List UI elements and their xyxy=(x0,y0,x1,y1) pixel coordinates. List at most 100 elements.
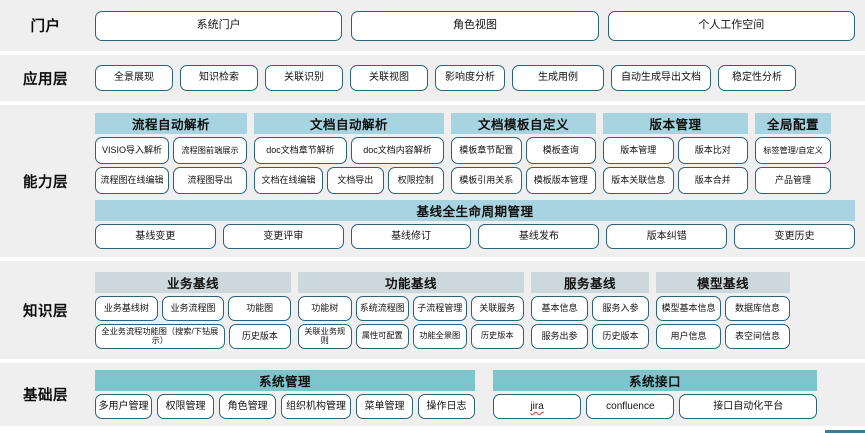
capability-group-doc-parse: 文档自动解析 doc文档章节解析 doc文档内容解析 文档在线编辑 文档导出 权… xyxy=(254,113,445,194)
group-header-doc-template: 文档模板自定义 xyxy=(451,113,596,134)
cap-item-visio-import-parse[interactable]: VISIO导入解析 xyxy=(95,137,169,164)
cap-item-doc-export[interactable]: 文档导出 xyxy=(327,167,384,194)
cap-item-template-version-mgmt[interactable]: 模板版本管理 xyxy=(525,167,596,194)
group-header-system-interface: 系统接口 xyxy=(493,370,817,391)
lifecycle-item-change-history[interactable]: 变更历史 xyxy=(734,224,855,249)
capability-group-doc-template: 文档模板自定义 模板章节配置 模板查询 模板引用关系 模板版本管理 xyxy=(451,113,596,194)
kn-item-database-info[interactable]: 数据库信息 xyxy=(725,295,790,321)
kn-item-tablespace-info[interactable]: 表空间信息 xyxy=(725,323,790,349)
cap-item-template-query[interactable]: 模板查询 xyxy=(525,137,596,164)
kn-item-model-basic-info[interactable]: 模型基本信息 xyxy=(656,295,721,321)
kn-item-full-business-flow-function-diagram[interactable]: 全业务流程功能图（搜索/下钻展示） xyxy=(95,323,225,349)
lifecycle-item-baseline-revision[interactable]: 基线修订 xyxy=(350,224,472,249)
cap-item-flowchart-online-edit[interactable]: 流程图在线编辑 xyxy=(95,167,169,194)
layer-body-capability: 流程自动解析 VISIO导入解析 流程图前端展示 流程图在线编辑 流程图导出 文… xyxy=(95,113,865,249)
app-item-generate-case[interactable]: 生成用例 xyxy=(512,65,604,91)
group-header-service-baseline: 服务基线 xyxy=(531,271,649,293)
cap-item-version-relation-info[interactable]: 版本关联信息 xyxy=(603,167,674,194)
capability-row: 模板引用关系 模板版本管理 xyxy=(451,167,596,194)
fd-item-jira-label: jira xyxy=(530,400,544,412)
fd-item-confluence[interactable]: confluence xyxy=(586,394,675,419)
cap-item-flowchart-export[interactable]: 流程图导出 xyxy=(173,167,247,194)
app-item-relation-view[interactable]: 关联视图 xyxy=(350,65,428,91)
knowledge-row: 模型基本信息 数据库信息 xyxy=(656,295,790,321)
fd-item-multi-user-mgmt[interactable]: 多用户管理 xyxy=(95,394,153,419)
cap-item-template-chapter-config[interactable]: 模板章节配置 xyxy=(451,137,522,164)
app-item-impact-analysis[interactable]: 影响度分析 xyxy=(435,65,505,91)
kn-item-user-info[interactable]: 用户信息 xyxy=(656,323,721,349)
knowledge-group-service-baseline: 服务基线 基本信息 服务入参 服务出参 历史版本 xyxy=(531,271,649,349)
portal-item-system[interactable]: 系统门户 xyxy=(95,10,343,41)
kn-item-subprocess-mgmt[interactable]: 子流程管理 xyxy=(413,295,467,321)
group-header-function-baseline: 功能基线 xyxy=(298,271,524,293)
cap-item-tag-mgmt-custom[interactable]: 标签管理/自定义 xyxy=(755,137,831,164)
kn-item-business-flowchart[interactable]: 业务流程图 xyxy=(161,295,225,321)
kn-item-related-business-rule[interactable]: 关联业务规则 xyxy=(298,323,352,349)
lifecycle-item-row: 基线变更 变更评审 基线修订 基线发布 版本纠错 变更历史 xyxy=(95,224,855,249)
kn-item-function-tree[interactable]: 功能树 xyxy=(298,295,352,321)
portal-item-role-view[interactable]: 角色视图 xyxy=(351,10,599,41)
app-item-auto-export-doc[interactable]: 自动生成导出文档 xyxy=(611,65,711,91)
kn-item-business-baseline-tree[interactable]: 业务基线树 xyxy=(95,295,158,321)
lifecycle-item-baseline-release[interactable]: 基线发布 xyxy=(478,224,600,249)
app-item-relation-recognition[interactable]: 关联识别 xyxy=(265,65,343,91)
fd-item-menu-mgmt[interactable]: 菜单管理 xyxy=(355,394,413,419)
group-header-doc-parse: 文档自动解析 xyxy=(254,113,444,134)
group-header-version-mgmt: 版本管理 xyxy=(603,113,748,134)
cap-item-doc-online-edit[interactable]: 文档在线编辑 xyxy=(254,167,324,194)
kn-item-function-panorama[interactable]: 功能全景图 xyxy=(413,323,467,349)
layer-body-foundation: 系统管理 多用户管理 权限管理 角色管理 组织机构管理 菜单管理 操作日志 系统… xyxy=(95,370,865,419)
layer-band-foundation: 基础层 系统管理 多用户管理 权限管理 角色管理 组织机构管理 菜单管理 操作日… xyxy=(0,363,865,426)
fd-item-permission-mgmt[interactable]: 权限管理 xyxy=(157,394,215,419)
kn-item-attribute-configurable[interactable]: 属性可配置 xyxy=(355,323,409,349)
fd-item-operation-log[interactable]: 操作日志 xyxy=(417,394,476,419)
fd-item-jira[interactable]: jira xyxy=(493,394,582,419)
cap-item-permission-control[interactable]: 权限控制 xyxy=(387,167,445,194)
kn-item-function-diagram[interactable]: 功能图 xyxy=(228,295,292,321)
capability-group-global-config: 全局配置 标签管理/自定义 产品管理 xyxy=(755,113,831,194)
kn-item-history-version[interactable]: 历史版本 xyxy=(470,323,524,349)
fd-item-role-mgmt[interactable]: 角色管理 xyxy=(219,394,277,419)
kn-item-basic-info[interactable]: 基本信息 xyxy=(531,295,588,321)
cap-item-template-reference[interactable]: 模板引用关系 xyxy=(451,167,522,194)
portal-item-personal-workspace[interactable]: 个人工作空间 xyxy=(607,10,855,41)
app-item-stability-analysis[interactable]: 稳定性分析 xyxy=(718,65,796,91)
app-item-knowledge-search[interactable]: 知识检索 xyxy=(180,65,258,91)
knowledge-row: 服务出参 历史版本 xyxy=(531,323,649,349)
layer-body-portal: 系统门户 角色视图 个人工作空间 xyxy=(95,10,865,41)
layer-label-capability: 能力层 xyxy=(23,174,68,191)
knowledge-row: 业务基线树 业务流程图 功能图 xyxy=(95,295,292,321)
kn-item-related-service[interactable]: 关联服务 xyxy=(470,295,524,321)
kn-item-history-version[interactable]: 历史版本 xyxy=(592,323,649,349)
cap-item-doc-chapter-parse[interactable]: doc文档章节解析 xyxy=(254,137,347,164)
layer-label-knowledge: 知识层 xyxy=(23,303,68,320)
cap-item-version-mgmt[interactable]: 版本管理 xyxy=(603,137,674,164)
lifecycle-item-baseline-change[interactable]: 基线变更 xyxy=(95,224,216,249)
capability-group-process-parse: 流程自动解析 VISIO导入解析 流程图前端展示 流程图在线编辑 流程图导出 xyxy=(95,113,247,194)
capability-row: 版本关联信息 版本合并 xyxy=(603,167,748,194)
cap-item-flowchart-frontend-display[interactable]: 流程图前端展示 xyxy=(173,137,247,164)
knowledge-row: 基本信息 服务入参 xyxy=(531,295,649,321)
cap-item-version-compare[interactable]: 版本比对 xyxy=(677,137,748,164)
lifecycle-item-version-correction[interactable]: 版本纠错 xyxy=(606,224,728,249)
fd-item-org-structure-mgmt[interactable]: 组织机构管理 xyxy=(281,394,351,419)
cap-item-version-merge[interactable]: 版本合并 xyxy=(677,167,748,194)
kn-item-service-input-param[interactable]: 服务入参 xyxy=(592,295,649,321)
knowledge-row: 功能树 系统流程图 子流程管理 关联服务 xyxy=(298,295,524,321)
kn-item-history-version[interactable]: 历史版本 xyxy=(228,323,291,349)
app-item-panorama[interactable]: 全景展现 xyxy=(95,65,173,91)
kn-item-service-output-param[interactable]: 服务出参 xyxy=(531,323,588,349)
fd-item-interface-automation-platform[interactable]: 接口自动化平台 xyxy=(679,394,817,419)
layer-body-application: 全景展现 知识检索 关联识别 关联视图 影响度分析 生成用例 自动生成导出文档 … xyxy=(95,65,865,91)
cap-item-product-mgmt[interactable]: 产品管理 xyxy=(755,167,831,194)
application-item-row: 全景展现 知识检索 关联识别 关联视图 影响度分析 生成用例 自动生成导出文档 … xyxy=(95,65,855,91)
lifecycle-item-change-review[interactable]: 变更评审 xyxy=(222,224,344,249)
capability-lifecycle-block: 基线全生命周期管理 基线变更 变更评审 基线修订 基线发布 版本纠错 变更历史 xyxy=(95,200,855,249)
capability-group-columns: 流程自动解析 VISIO导入解析 流程图前端展示 流程图在线编辑 流程图导出 文… xyxy=(95,113,855,194)
portal-item-row: 系统门户 角色视图 个人工作空间 xyxy=(95,10,855,41)
foundation-item-row: jira confluence 接口自动化平台 xyxy=(493,394,817,419)
cap-item-doc-content-parse[interactable]: doc文档内容解析 xyxy=(351,137,444,164)
knowledge-row: 全业务流程功能图（搜索/下钻展示） 历史版本 xyxy=(95,323,291,349)
capability-row: 流程图在线编辑 流程图导出 xyxy=(95,167,247,194)
kn-item-system-flowchart[interactable]: 系统流程图 xyxy=(355,295,409,321)
